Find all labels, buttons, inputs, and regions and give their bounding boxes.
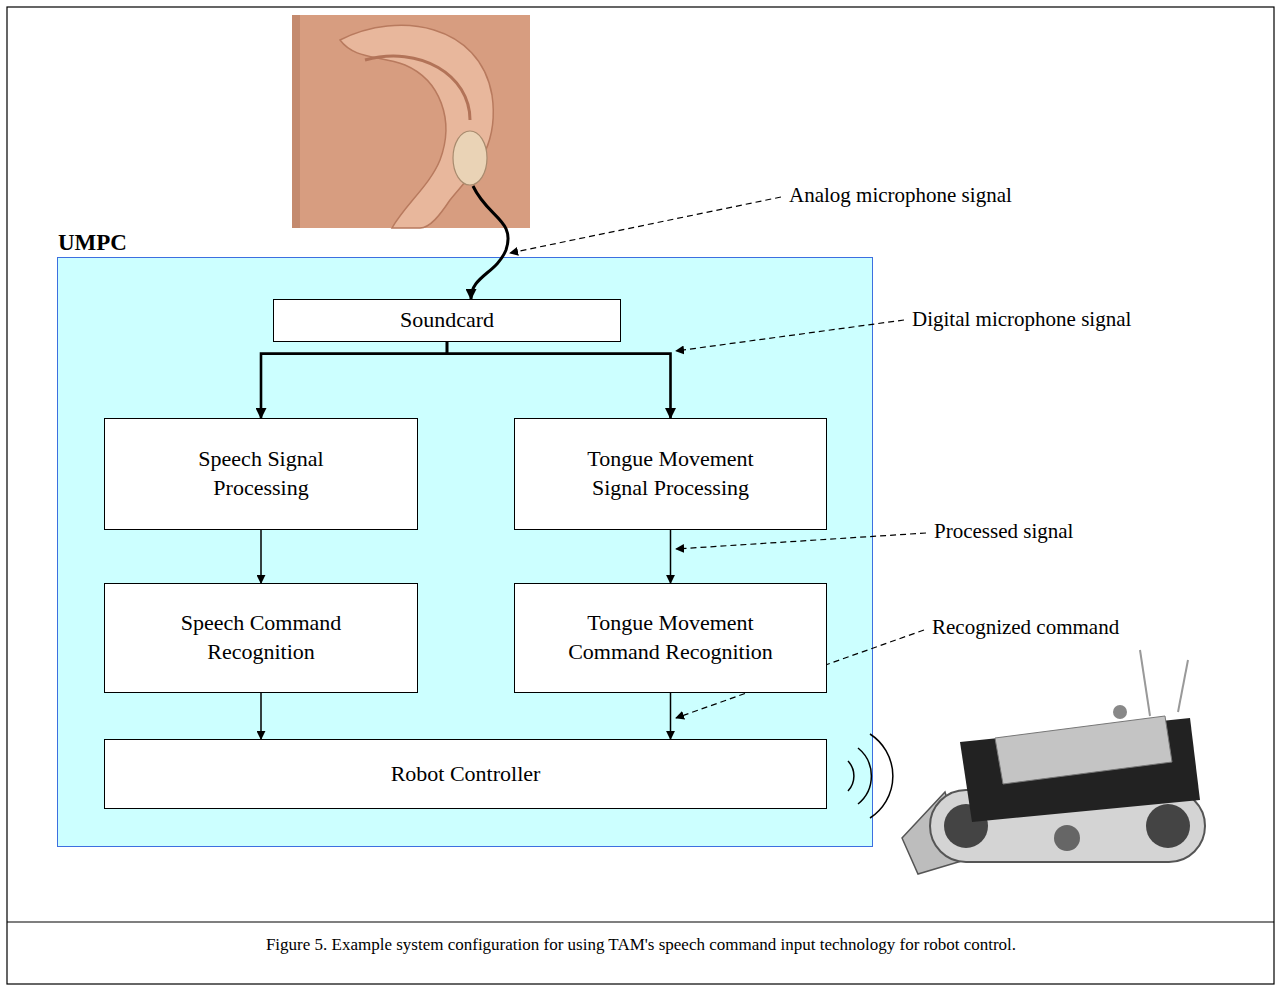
signal-label: Processed signal xyxy=(932,519,1075,544)
signal-label: Recognized command xyxy=(930,615,1121,640)
signal-arrow xyxy=(260,693,262,739)
microphone-wire xyxy=(471,186,508,299)
box-label: Robot Controller xyxy=(391,760,541,789)
ear-shape xyxy=(340,25,493,228)
leader-line xyxy=(510,197,781,253)
box-label: Speech Signal Processing xyxy=(156,445,366,502)
wireless-arc xyxy=(848,761,854,791)
robot-antenna xyxy=(1178,660,1188,712)
skin-patch xyxy=(300,15,530,228)
leader-line xyxy=(676,320,904,351)
robot-antenna xyxy=(1140,650,1150,716)
signal-label: Digital microphone signal xyxy=(910,307,1133,332)
robot-wheel xyxy=(1146,804,1190,848)
figure-caption: Figure 5. Example system configuration f… xyxy=(8,935,1274,955)
signal-arrow xyxy=(670,693,672,739)
device-region: UMPCSoundcardSpeech Signal ProcessingTon… xyxy=(57,257,873,847)
signal-arrow xyxy=(261,342,447,418)
figure-frame xyxy=(7,7,1274,984)
robot-top-plate xyxy=(995,716,1172,784)
leader-line xyxy=(676,533,926,549)
box-label: Tongue Movement Command Recognition xyxy=(566,609,776,666)
signal-arrow xyxy=(260,530,262,583)
box-label: Tongue Movement Signal Processing xyxy=(566,445,776,502)
process-box: Tongue Movement Command Recognition xyxy=(514,583,827,693)
process-box: Tongue Movement Signal Processing xyxy=(514,418,827,530)
robot-mount xyxy=(1113,705,1127,719)
ear-fold xyxy=(365,56,470,120)
box-label: Soundcard xyxy=(400,306,494,335)
ear-photo-ground xyxy=(292,15,530,228)
region-heading: UMPC xyxy=(58,230,127,256)
box-label: Speech Command Recognition xyxy=(156,609,366,666)
signal-arrow xyxy=(447,342,671,418)
process-box: Robot Controller xyxy=(104,739,827,809)
signal-label: Analog microphone signal xyxy=(787,183,1014,208)
process-box: Speech Command Recognition xyxy=(104,583,418,693)
earpiece-microphone xyxy=(453,131,487,185)
caption-divider xyxy=(7,921,1274,922)
wireless-arc xyxy=(870,734,893,818)
process-box: Speech Signal Processing xyxy=(104,418,418,530)
wireless-arc xyxy=(858,748,871,804)
process-box: Soundcard xyxy=(273,299,621,342)
robot-wheel xyxy=(1054,825,1080,851)
signal-arrow xyxy=(670,530,672,583)
